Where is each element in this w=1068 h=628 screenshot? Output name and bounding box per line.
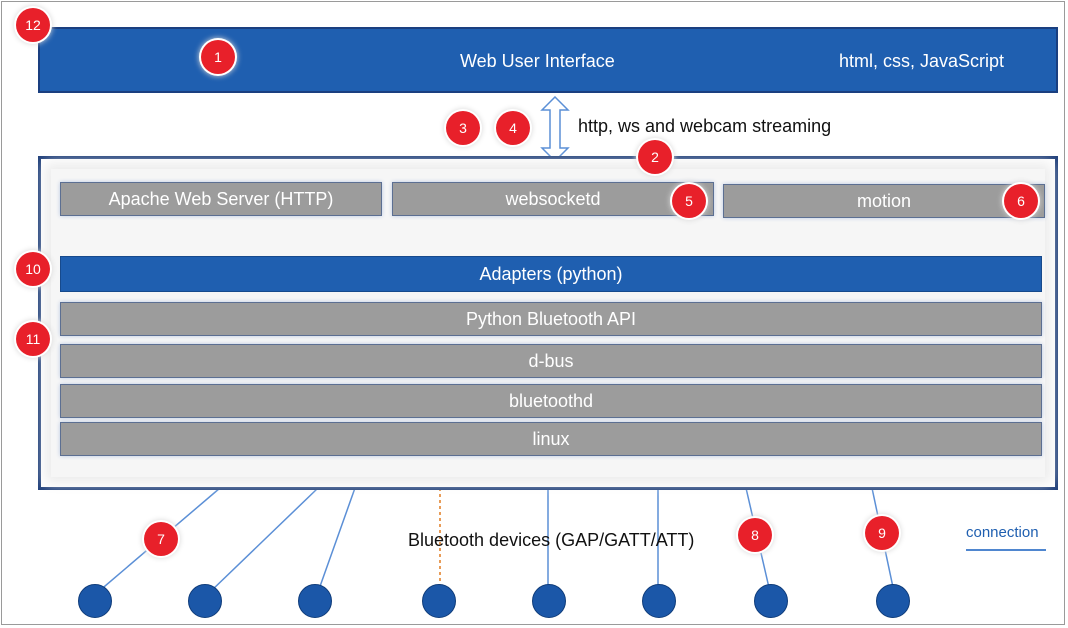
linux-label: linux: [532, 428, 570, 449]
linux-layer: linux: [60, 422, 1042, 456]
web-ui-tech: html, css, JavaScript: [838, 51, 1004, 71]
web-ui-title: Web User Interface: [460, 51, 615, 71]
callout-badge: 1: [201, 40, 235, 74]
bluetooth-device-node: [532, 584, 566, 618]
connection-line: [317, 487, 356, 593]
callout-badge: 11: [16, 322, 50, 356]
d-bus-layer: d-bus: [60, 344, 1042, 378]
bluetoothd-label: bluetoothd: [508, 390, 594, 411]
adapters-label: Adapters (python): [479, 263, 623, 284]
callout-badge: 12: [16, 8, 50, 42]
callout-badge: 10: [16, 252, 50, 286]
bluetooth-device-node: [298, 584, 332, 618]
double-arrow-icon: [540, 96, 570, 162]
python-bluetooth-api-label: Python Bluetooth API: [465, 308, 637, 329]
apache-web-server-box: Apache Web Server (HTTP): [60, 182, 382, 216]
callout-badge: 9: [865, 516, 899, 550]
callout-badge: 4: [496, 111, 530, 145]
legend-connection-line: [966, 549, 1046, 551]
motion-box: motion: [723, 184, 1045, 218]
connection-line: [209, 487, 319, 593]
callout-badge: 5: [672, 184, 706, 218]
callout-badge: 6: [1004, 184, 1038, 218]
callout-badge: 2: [638, 140, 672, 174]
motion-label: motion: [856, 190, 912, 211]
bluetoothd-layer: bluetoothd: [60, 384, 1042, 418]
bluetooth-devices-label: Bluetooth devices (GAP/GATT/ATT): [408, 530, 695, 550]
callout-badge: 7: [144, 522, 178, 556]
bluetooth-device-node: [876, 584, 910, 618]
python-bluetooth-api-layer: Python Bluetooth API: [60, 302, 1042, 336]
apache-label: Apache Web Server (HTTP): [108, 188, 334, 209]
websocketd-box: websocketd: [392, 182, 714, 216]
callout-badge: 8: [738, 518, 772, 552]
bluetooth-device-node: [754, 584, 788, 618]
legend-connection-label: connection: [966, 524, 1039, 541]
web-user-interface-box: Web User Interface html, css, JavaScript: [38, 27, 1058, 93]
websocketd-label: websocketd: [505, 188, 601, 209]
bluetooth-device-node: [78, 584, 112, 618]
bluetooth-device-node: [188, 584, 222, 618]
d-bus-label: d-bus: [528, 350, 574, 371]
adapters-layer: Adapters (python): [60, 256, 1042, 292]
bluetooth-device-node: [422, 584, 456, 618]
protocol-label: http, ws and webcam streaming: [578, 116, 832, 136]
callout-badge: 3: [446, 111, 480, 145]
bluetooth-device-node: [642, 584, 676, 618]
